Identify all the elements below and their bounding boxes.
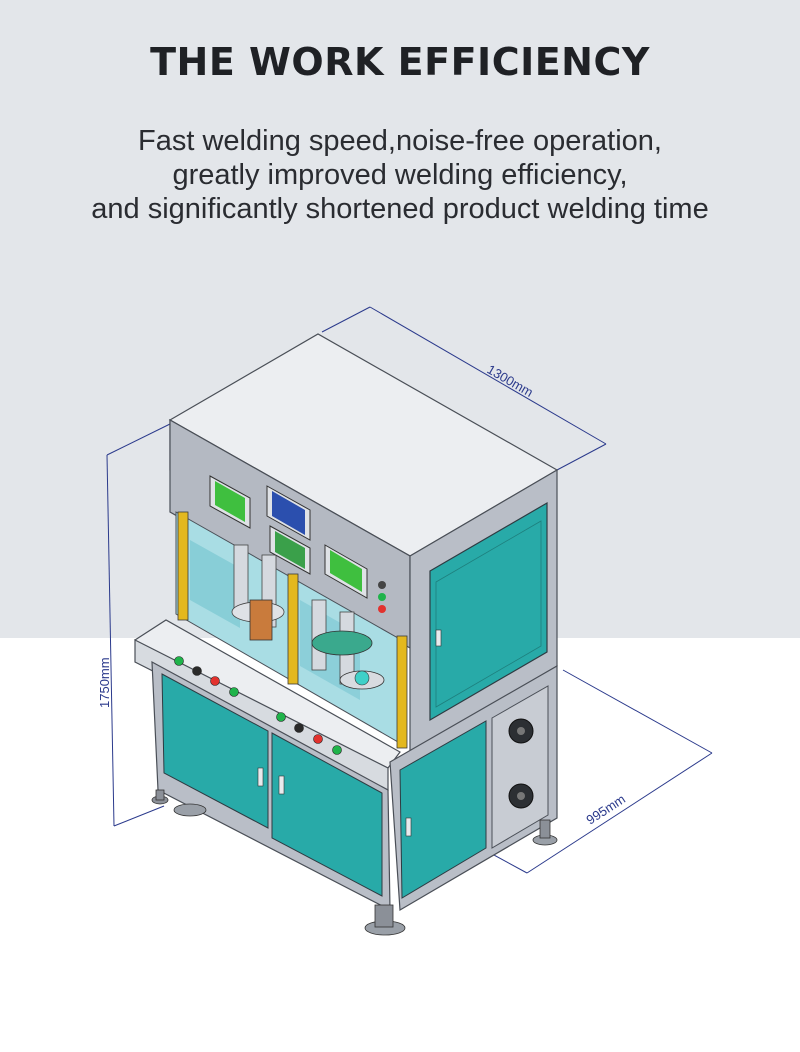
machine-feet [151,789,558,936]
button-red-1 [210,676,220,686]
part-copper-foil [249,599,273,641]
screen-right-green [330,550,362,592]
width-dimension-label: 1300mm [485,362,536,400]
subtitle-line-2: greatly improved welding efficiency, [172,159,628,191]
lower-cabinet [151,660,558,912]
side-door-handle [435,629,442,647]
screen-center-blue [272,491,305,535]
height-dimension-label: 1750mm [97,657,112,708]
screen-left-green [215,481,245,522]
page-subtitle: Fast welding speed,noise-free operation,… [0,124,800,226]
work-area [175,511,408,749]
button-green-1 [174,656,184,666]
screen-center-small [275,531,305,569]
control-screens [209,475,386,613]
button-green-2 [276,712,286,722]
page-title: THE WORK EFFICIENCY [150,40,650,84]
side-cabinet-handle [405,817,412,837]
cabinet-handle-right [278,775,285,795]
subtitle-line-3: and significantly shortened product weld… [91,193,709,225]
cabinet-handle-left [257,767,264,787]
dimension-lines [106,306,713,874]
subtitle-line-1: Fast welding speed,noise-free operation, [138,125,662,157]
welding-machine-illustration: 1300mm 1750mm 995mm [97,306,713,936]
button-red-2 [313,734,323,744]
upper-housing [168,333,559,754]
